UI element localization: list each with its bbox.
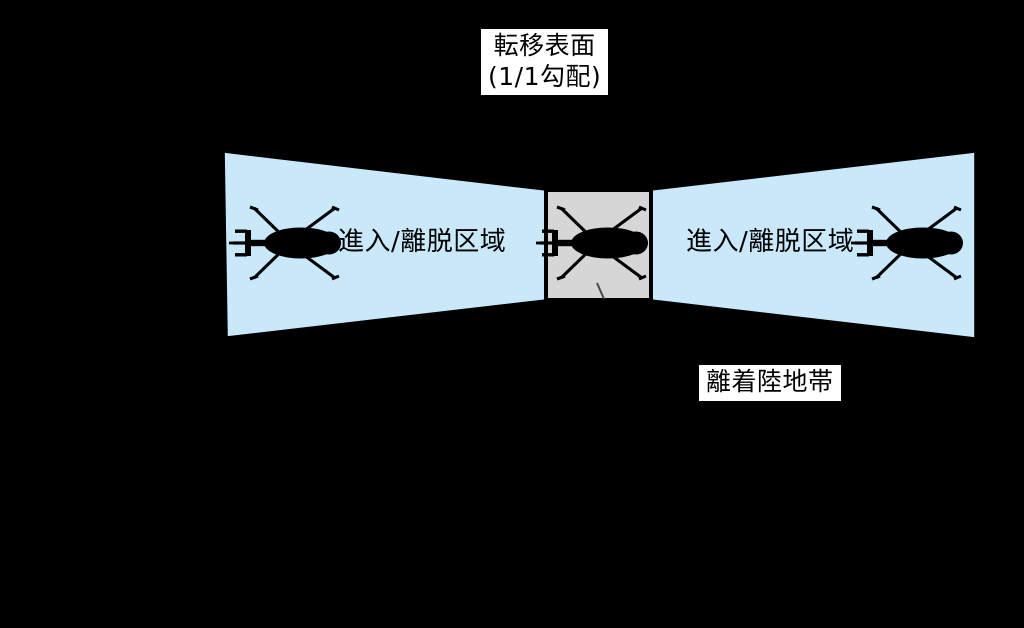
label-approach-departure-right: 進入/離脱区域 (686, 227, 855, 257)
label-transitional-surface-line1: 転移表面 (493, 31, 596, 60)
label-touchdown-area: 離着陸地帯 (699, 365, 841, 401)
label-approach-departure-left: 進入/離脱区域 (338, 227, 507, 257)
touchdown-area-leader-line (596, 282, 605, 300)
label-transitional-surface: 転移表面 (1/1勾配) (481, 29, 609, 95)
label-transitional-surface-line2: (1/1勾配) (488, 61, 602, 91)
